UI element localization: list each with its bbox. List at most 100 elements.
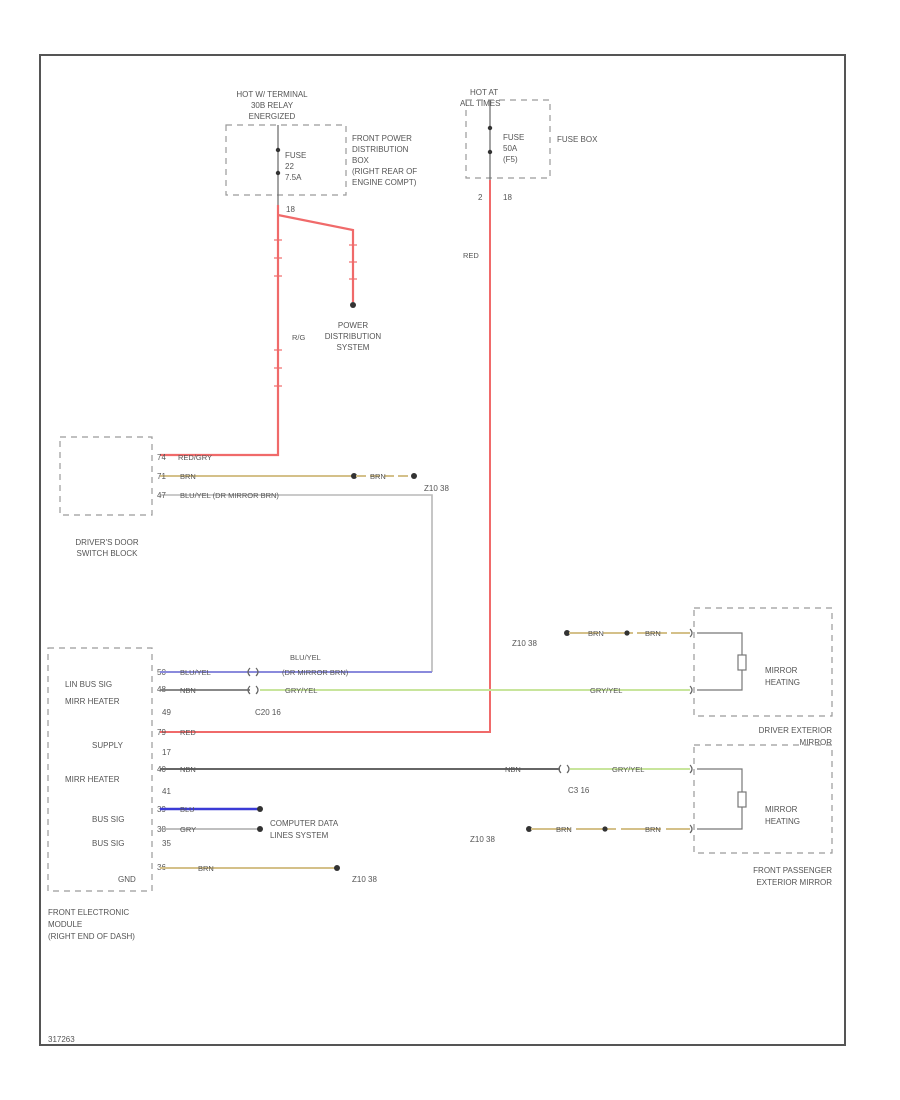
- wire-label-brn-drv-a: BRN: [588, 629, 604, 638]
- svg-text:30B RELAY: 30B RELAY: [251, 101, 294, 110]
- front-power-distribution-box-label: FRONT POWER DISTRIBUTION BOX (RIGHT REAR…: [352, 134, 417, 187]
- wire-label-blu: BLU: [180, 805, 195, 814]
- figure-code: 317263: [48, 1035, 75, 1044]
- svg-text:DISTRIBUTION: DISTRIBUTION: [325, 332, 382, 341]
- ground-label-drv-mirror: Z10 38: [512, 639, 537, 648]
- svg-text:MIRROR: MIRROR: [765, 666, 798, 675]
- svg-text:DRIVER EXTERIOR: DRIVER EXTERIOR: [759, 726, 833, 735]
- drivers-door-switch-block-outline: [59, 436, 153, 516]
- svg-text:MIRROR: MIRROR: [765, 805, 798, 814]
- fuse-box-label: FUSE BOX: [557, 135, 598, 144]
- svg-text:MIRROR: MIRROR: [800, 738, 833, 747]
- svg-text:HOT W/ TERMINAL: HOT W/ TERMINAL: [236, 90, 308, 99]
- wire-label-brn-switch-gnd: BRN: [370, 472, 386, 481]
- front-passenger-exterior-mirror-label: FRONT PASSENGER EXTERIOR MIRROR: [753, 866, 832, 887]
- connector-c20-16: [247, 685, 259, 695]
- passenger-mirror-heater: [689, 764, 747, 834]
- svg-text:DRIVER'S DOOR: DRIVER'S DOOR: [75, 538, 139, 547]
- wire-label-gry-yel-drv-a: GRY/YEL: [285, 686, 317, 695]
- wire-label-blu-yel-dr-top: BLU/YEL (DR MIRROR BRN): [282, 653, 349, 677]
- svg-text:MODULE: MODULE: [48, 920, 82, 929]
- relay-label: HOT W/ TERMINAL 30B RELAY ENERGIZED: [236, 90, 308, 121]
- ground-dot-pass-mirror: [526, 826, 532, 832]
- ground-dot-drv-mirror: [564, 630, 570, 636]
- fuse-box-pin-right: 18: [503, 193, 512, 202]
- drivers-door-switch-block-label: DRIVER'S DOOR SWITCH BLOCK: [75, 538, 139, 558]
- svg-text:SUPPLY: SUPPLY: [92, 741, 124, 750]
- bus-gry-end: [257, 826, 263, 832]
- wire-blu-yel-dr: [160, 494, 433, 672]
- svg-text:SYSTEM: SYSTEM: [337, 343, 370, 352]
- front-passenger-exterior-mirror-outline: [693, 744, 833, 854]
- fuse-box-outline: [465, 99, 551, 179]
- svg-text:DISTRIBUTION: DISTRIBUTION: [352, 145, 409, 154]
- diagram-frame: [39, 54, 846, 1046]
- wire-label-brn-pass-b: BRN: [645, 825, 661, 834]
- svg-text:EXTERIOR MIRROR: EXTERIOR MIRROR: [756, 878, 832, 887]
- pin-47: 47: [157, 491, 166, 500]
- svg-text:ENERGIZED: ENERGIZED: [249, 112, 296, 121]
- pds-junction-dot: [350, 302, 356, 308]
- pin-74: 74: [157, 453, 166, 462]
- hot-at-all-times-label: HOT AT ALL TIMES: [460, 88, 500, 108]
- svg-text:BUS SIG: BUS SIG: [92, 839, 124, 848]
- module-pin-labels: LIN BUS SIG MIRR HEATER SUPPLY MIRR HEAT…: [65, 680, 136, 884]
- fuse-box-pin-left: 2: [478, 193, 483, 202]
- svg-text:FRONT PASSENGER: FRONT PASSENGER: [753, 866, 832, 875]
- svg-text:HEATING: HEATING: [765, 817, 800, 826]
- svg-text:FUSE: FUSE: [503, 133, 524, 142]
- svg-text:50A: 50A: [503, 144, 518, 153]
- svg-text:SWITCH BLOCK: SWITCH BLOCK: [77, 549, 139, 558]
- svg-text:GND: GND: [118, 875, 136, 884]
- wire-hatch-marks: [274, 239, 357, 387]
- svg-text:17: 17: [162, 748, 171, 757]
- svg-text:BUS SIG: BUS SIG: [92, 815, 124, 824]
- ground-label-module: Z10 38: [352, 875, 377, 884]
- wire-red-gry-feed: [160, 205, 280, 457]
- wire-label-red-supply: RED: [180, 728, 196, 737]
- ground-dot-module: [334, 865, 340, 871]
- pin-label-18-fpdb: 18: [286, 205, 295, 214]
- driver-mirror-inner-label: MIRROR HEATING: [765, 666, 800, 687]
- wire-label-blu-yel-lin: BLU/YEL: [180, 668, 211, 677]
- svg-text:POWER: POWER: [338, 321, 368, 330]
- wire-label-nbn-pass-b: NBN: [505, 765, 521, 774]
- svg-text:MIRR HEATER: MIRR HEATER: [65, 775, 120, 784]
- driver-mirror-heater: [689, 628, 747, 695]
- passenger-mirror-inner-label: MIRROR HEATING: [765, 805, 800, 826]
- svg-text:LINES SYSTEM: LINES SYSTEM: [270, 831, 329, 840]
- wire-label-rg-ref: R/G: [292, 333, 306, 342]
- connector-c20-top: [247, 667, 259, 677]
- wire-label-red-main: RED: [463, 251, 479, 260]
- svg-text:ALL TIMES: ALL TIMES: [460, 99, 500, 108]
- svg-text:(RIGHT REAR OF: (RIGHT REAR OF: [352, 167, 417, 176]
- driver-exterior-mirror-outline: [693, 607, 833, 717]
- svg-text:FUSE: FUSE: [285, 151, 306, 160]
- svg-text:7.5A: 7.5A: [285, 173, 302, 182]
- splice-pass-mirror: [602, 826, 608, 832]
- svg-text:ENGINE COMPT): ENGINE COMPT): [352, 178, 417, 187]
- wire-label-gry: GRY: [180, 825, 196, 834]
- svg-text:HEATING: HEATING: [765, 678, 800, 687]
- svg-text:(RIGHT END OF DASH): (RIGHT END OF DASH): [48, 932, 135, 941]
- connector-label-c20-16: C20 16: [255, 708, 281, 717]
- front-electronic-module-outline: [47, 647, 153, 892]
- svg-text:(F5): (F5): [503, 155, 518, 164]
- pin-71: 71: [157, 472, 166, 481]
- svg-text:49: 49: [162, 708, 171, 717]
- wire-label-gry-yel-pass: GRY/YEL: [612, 765, 644, 774]
- svg-text:41: 41: [162, 787, 171, 796]
- svg-text:COMPUTER DATA: COMPUTER DATA: [270, 819, 339, 828]
- wire-label-red-gry: RED/GRY: [178, 453, 212, 462]
- bus-blu-end: [257, 806, 263, 812]
- wire-label-blu-yel-dr: BLU/YEL (DR MIRROR BRN): [180, 491, 279, 500]
- svg-text:LIN BUS SIG: LIN BUS SIG: [65, 680, 112, 689]
- computer-data-lines-label: COMPUTER DATA LINES SYSTEM: [270, 819, 339, 840]
- wire-label-brn-module: BRN: [198, 864, 214, 873]
- splice-drv-mirror: [624, 630, 630, 636]
- driver-exterior-mirror-label: DRIVER EXTERIOR MIRROR: [759, 726, 833, 747]
- wire-red-supply: [160, 180, 491, 733]
- svg-text:35: 35: [162, 839, 171, 848]
- splice-switch: [351, 473, 357, 479]
- svg-text:22: 22: [285, 162, 294, 171]
